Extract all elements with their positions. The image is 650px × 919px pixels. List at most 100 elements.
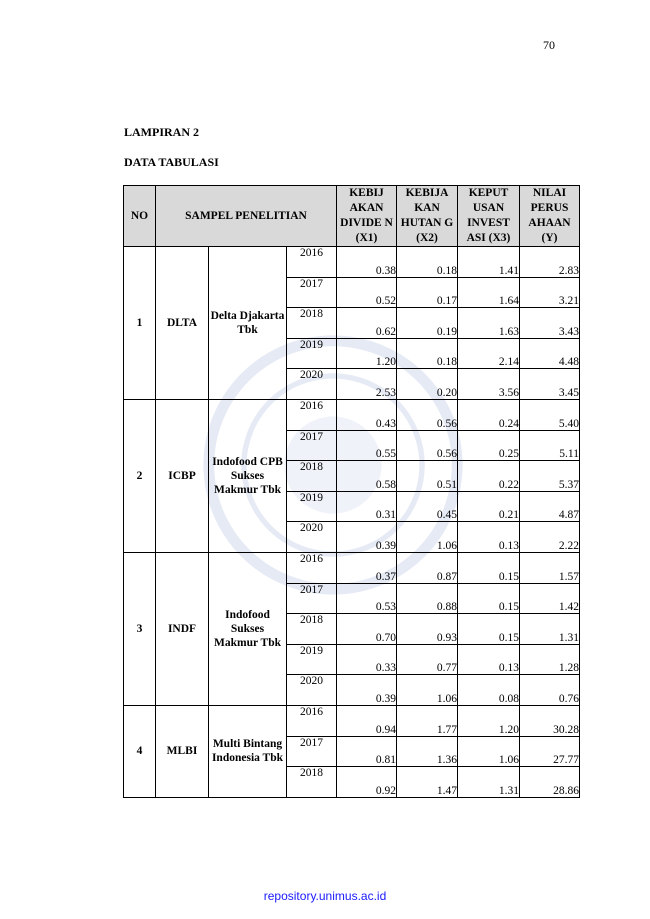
x1-cell: 0.94 bbox=[336, 704, 397, 737]
x3-cell: 0.15 bbox=[457, 551, 520, 584]
x3-cell: 0.25 bbox=[457, 429, 520, 462]
x2-cell: 1.77 bbox=[396, 704, 458, 737]
year-cell: 2018 bbox=[286, 766, 337, 798]
x2-cell: 0.77 bbox=[396, 643, 458, 676]
year-cell: 2018 bbox=[286, 460, 337, 492]
header-no: NO bbox=[123, 185, 156, 247]
y-cell: 1.31 bbox=[519, 613, 580, 645]
header-row: NO SAMPEL PENELITIAN KEBIJ AKAN DIVIDE N… bbox=[123, 185, 580, 247]
header-y: NILAI PERUS AHAAN (Y) bbox=[519, 185, 580, 247]
x1-cell: 0.33 bbox=[336, 643, 397, 676]
x1-cell: 0.43 bbox=[336, 398, 397, 431]
x2-cell: 0.51 bbox=[396, 460, 458, 492]
x1-cell: 0.55 bbox=[336, 429, 397, 462]
x2-cell: 0.56 bbox=[396, 398, 458, 431]
year-cell: 2017 bbox=[286, 276, 337, 309]
x2-cell: 1.47 bbox=[396, 766, 458, 798]
x3-cell: 0.08 bbox=[457, 674, 520, 706]
x2-cell: 1.06 bbox=[396, 674, 458, 706]
table-row: 2018 0.62 0.19 1.63 3.43 bbox=[124, 307, 580, 339]
year-cell: 2019 bbox=[286, 643, 337, 676]
y-cell: 30.28 bbox=[519, 704, 580, 737]
page-number: 70 bbox=[543, 38, 555, 52]
y-cell: 3.45 bbox=[519, 368, 580, 400]
x3-cell: 1.06 bbox=[457, 735, 520, 768]
y-cell: 1.28 bbox=[519, 643, 580, 676]
company-name: Delta Djakarta Tbk bbox=[208, 246, 287, 400]
x1-cell: 0.62 bbox=[336, 307, 397, 339]
x3-cell: 1.64 bbox=[457, 276, 520, 309]
year-cell: 2016 bbox=[286, 398, 337, 431]
x1-cell: 0.70 bbox=[336, 613, 397, 645]
row-no: 3 bbox=[123, 551, 156, 706]
row-no: 2 bbox=[123, 398, 156, 553]
year-cell: 2016 bbox=[286, 704, 337, 737]
x2-cell: 0.19 bbox=[396, 307, 458, 339]
x3-cell: 0.21 bbox=[457, 490, 520, 523]
x1-cell: 0.58 bbox=[336, 460, 397, 492]
row-no: 4 bbox=[123, 704, 156, 798]
x1-cell: 0.53 bbox=[336, 582, 397, 615]
table-row: 1 DLTA Delta Djakarta Tbk 2016 0.38 0.18… bbox=[123, 246, 580, 400]
company-code: INDF bbox=[155, 551, 209, 706]
year-cell: 2020 bbox=[286, 674, 337, 706]
year-cell: 2018 bbox=[286, 307, 337, 339]
x3-cell: 0.15 bbox=[457, 613, 520, 645]
data-table: NO SAMPEL PENELITIAN KEBIJ AKAN DIVIDE N… bbox=[123, 185, 580, 798]
table-row: 2017 0.55 0.56 0.25 5.11 bbox=[124, 429, 580, 462]
x2-cell: 0.56 bbox=[396, 429, 458, 462]
x1-cell: 0.31 bbox=[336, 490, 397, 523]
x2-cell: 0.87 bbox=[396, 551, 458, 584]
y-cell: 4.87 bbox=[519, 490, 580, 523]
table-row: 2017 0.81 1.36 1.06 27.77 bbox=[124, 735, 580, 768]
year-cell: 2020 bbox=[286, 368, 337, 400]
x1-cell: 2.53 bbox=[336, 368, 397, 400]
table-row: 2019 1.20 0.18 2.14 4.48 bbox=[124, 337, 580, 370]
y-cell: 2.22 bbox=[519, 521, 580, 553]
header-x3: KEPUT USAN INVEST ASI (X3) bbox=[457, 185, 520, 247]
x1-cell: 0.81 bbox=[336, 735, 397, 768]
year-cell: 2019 bbox=[286, 490, 337, 523]
x2-cell: 0.18 bbox=[396, 246, 458, 278]
x3-cell: 3.56 bbox=[457, 368, 520, 400]
table-row: 2018 0.70 0.93 0.15 1.31 bbox=[124, 613, 580, 645]
table-row: 4 MLBI Multi Bintang Indonesia Tbk 2016 … bbox=[123, 704, 580, 798]
x1-cell: 0.92 bbox=[336, 766, 397, 798]
x3-cell: 1.63 bbox=[457, 307, 520, 339]
y-cell: 28.86 bbox=[519, 766, 580, 798]
x3-cell: 1.31 bbox=[457, 766, 520, 798]
x2-cell: 0.93 bbox=[396, 613, 458, 645]
appendix-title: LAMPIRAN 2 bbox=[124, 125, 199, 139]
company-code: DLTA bbox=[155, 246, 209, 400]
x2-cell: 1.06 bbox=[396, 521, 458, 553]
table-row: 2 ICBP Indofood CPB Sukses Makmur Tbk 20… bbox=[123, 398, 580, 553]
year-cell: 2017 bbox=[286, 582, 337, 615]
x3-cell: 1.20 bbox=[457, 704, 520, 737]
x2-cell: 0.45 bbox=[396, 490, 458, 523]
x2-cell: 0.17 bbox=[396, 276, 458, 309]
y-cell: 1.42 bbox=[519, 582, 580, 615]
year-cell: 2019 bbox=[286, 337, 337, 370]
year-cell: 2017 bbox=[286, 429, 337, 462]
x2-cell: 0.20 bbox=[396, 368, 458, 400]
x1-cell: 0.38 bbox=[336, 246, 397, 278]
y-cell: 2.83 bbox=[519, 246, 580, 278]
x2-cell: 0.18 bbox=[396, 337, 458, 370]
row-no: 1 bbox=[123, 246, 156, 400]
y-cell: 3.43 bbox=[519, 307, 580, 339]
x1-cell: 0.37 bbox=[336, 551, 397, 584]
y-cell: 4.48 bbox=[519, 337, 580, 370]
header-sample: SAMPEL PENELITIAN bbox=[155, 185, 337, 247]
year-cell: 2017 bbox=[286, 735, 337, 768]
x2-cell: 0.88 bbox=[396, 582, 458, 615]
table-row: 2019 0.33 0.77 0.13 1.28 bbox=[124, 643, 580, 676]
x3-cell: 0.13 bbox=[457, 643, 520, 676]
x3-cell: 0.24 bbox=[457, 398, 520, 431]
table-row: 2020 0.39 1.06 0.13 2.22 bbox=[124, 521, 580, 553]
y-cell: 0.76 bbox=[519, 674, 580, 706]
x3-cell: 1.41 bbox=[457, 246, 520, 278]
repository-link[interactable]: repository.unimus.ac.id bbox=[263, 889, 387, 903]
year-cell: 2020 bbox=[286, 521, 337, 553]
table-row: 2019 0.31 0.45 0.21 4.87 bbox=[124, 490, 580, 523]
x1-cell: 0.52 bbox=[336, 276, 397, 309]
